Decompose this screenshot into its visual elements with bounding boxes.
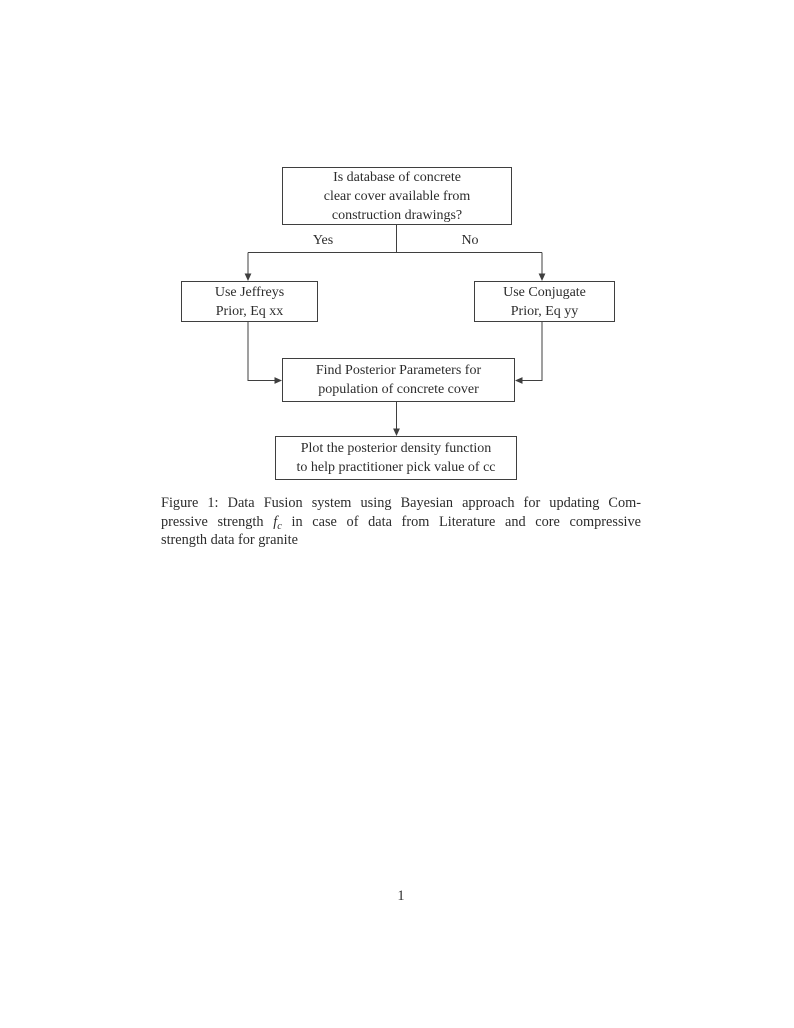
decision-text-line3: construction drawings?: [331, 207, 463, 223]
conjugate-text-line1: Use Conjugate: [503, 284, 586, 300]
caption-line-2: pressive strength fc in case of data fro…: [161, 513, 641, 532]
conjugate-text-line2: Prior, Eq yy: [510, 303, 579, 319]
caption-line2-pre: pressive strength: [161, 513, 264, 530]
arrowhead-down-center-icon: [393, 428, 400, 436]
arrowhead-down-yes-icon: [244, 273, 252, 281]
jeffreys-text-line1: Use Jeffreys: [214, 284, 285, 300]
flowchart-node-plot-density: Plot the posterior density function to h…: [275, 436, 517, 480]
flowchart-node-jeffreys-prior: Use Jeffreys Prior, Eq xx: [181, 281, 318, 322]
connector-jeffreys-to-posterior: [247, 322, 277, 381]
figure-caption: Figure 1: Data Fusion system using Bayes…: [161, 494, 641, 550]
caption-line-1: Figure 1: Data Fusion system using Bayes…: [161, 495, 641, 511]
flowchart-node-decision: Is database of concrete clear cover avai…: [282, 167, 512, 225]
posterior-text-line2: population of concrete cover: [318, 382, 479, 397]
caption-line2-post: in case of data from Literature and core…: [291, 513, 642, 530]
connector-conjugate-to-posterior: [520, 322, 543, 381]
caption-line-3: strength data for granite: [161, 532, 298, 549]
page-number: 1: [397, 888, 405, 904]
flowchart-node-posterior-parameters: Find Posterior Parameters for population…: [282, 358, 515, 402]
decision-text-line1: Is database of concrete: [333, 169, 461, 185]
math-fc-symbol: fc: [273, 513, 282, 532]
math-fc-base: f: [273, 513, 278, 530]
flowchart-node-conjugate-prior: Use Conjugate Prior, Eq yy: [474, 281, 615, 322]
plot-text-line2: to help practitioner pick value of cc: [296, 460, 496, 475]
arrowhead-right-icon: [274, 377, 282, 384]
plot-text-line1: Plot the posterior density function: [300, 441, 492, 456]
branch-label-no: No: [461, 233, 479, 248]
jeffreys-text-line2: Prior, Eq xx: [215, 303, 284, 319]
arrowhead-left-icon: [515, 377, 523, 384]
decision-text-line2: clear cover available from: [323, 188, 471, 204]
posterior-text-line1: Find Posterior Parameters for: [315, 363, 482, 378]
branch-label-yes: Yes: [312, 233, 334, 248]
arrowhead-down-no-icon: [538, 273, 546, 281]
math-fc-subscript: c: [277, 520, 282, 532]
